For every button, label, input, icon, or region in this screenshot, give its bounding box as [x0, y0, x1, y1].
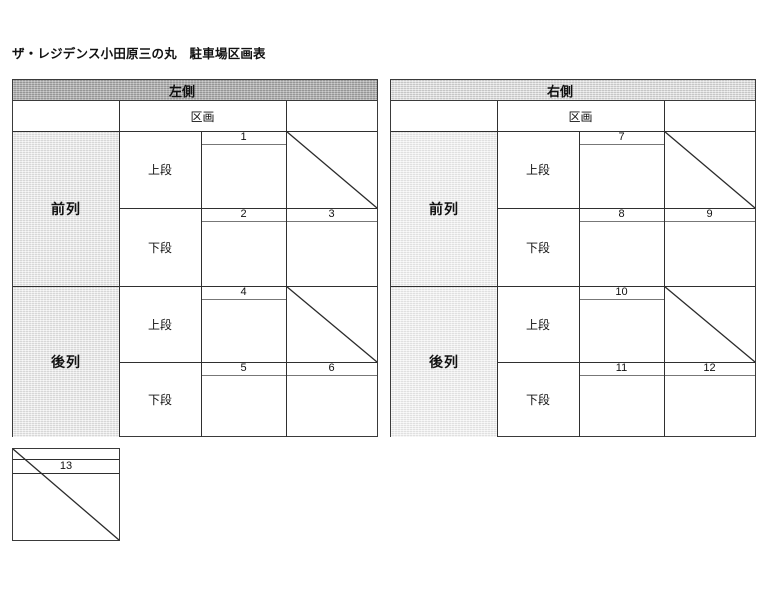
left-slot-4[interactable]: 4	[240, 286, 247, 298]
left-slot-6[interactable]: 6	[328, 362, 335, 374]
left-table-header: 左側	[13, 80, 351, 101]
right-group-1-label: 後列	[429, 353, 459, 370]
right-rule-col-slot	[664, 101, 665, 437]
right-rule-slot11-underline	[579, 375, 664, 376]
left-parking-table: 左側 区画 前列 後列 上段 下段 上段 下段 1 2 3 4 5 6	[12, 79, 378, 437]
right-rule-slot10-underline	[579, 299, 664, 300]
right-slot-8[interactable]: 8	[618, 208, 625, 220]
extra-parking-table: 13	[12, 448, 120, 541]
right-rule-slot12-underline	[664, 375, 755, 376]
right-subheader-blank-left	[391, 101, 497, 131]
right-rule-slot9-underline	[664, 221, 755, 222]
left-rule-group1-tier-split	[119, 362, 377, 363]
right-group-1-tier-1-label: 下段	[525, 393, 550, 407]
extra-table-diagonal	[12, 448, 120, 541]
right-rule-col-label	[497, 101, 498, 437]
left-rule-col-tier	[201, 131, 202, 437]
left-slot-1[interactable]: 1	[240, 131, 247, 143]
left-group-1-label: 後列	[51, 353, 81, 370]
right-group-0-tier-0-label: 上段	[525, 163, 550, 177]
right-slot-11[interactable]: 11	[615, 362, 628, 374]
left-subheader-kukaku: 区画	[190, 109, 215, 124]
right-group1-diagonal	[663, 285, 756, 363]
right-rule-slot8-underline	[579, 221, 664, 222]
right-slot-7[interactable]: 7	[618, 131, 625, 143]
right-group-0-label: 前列	[429, 200, 459, 217]
left-group-0-label: 前列	[51, 200, 81, 217]
left-rule-group-split	[13, 286, 377, 287]
right-rule-slot7-underline	[579, 144, 664, 145]
extra-slot-13[interactable]: 13	[59, 459, 73, 472]
right-subheader-blank-right	[664, 101, 755, 131]
left-group-0-tier-1-label: 下段	[147, 240, 172, 255]
right-rule-group-split	[391, 286, 755, 287]
right-group-0-label-cell	[391, 131, 497, 286]
left-rule-slot3-underline	[286, 221, 377, 222]
right-parking-table: 右側 区画 前列 後列 上段 下段 上段 下段 7 8 9 10 11 12	[390, 79, 756, 437]
right-group-0-tier-1-label: 下段	[525, 240, 550, 255]
left-group-0-label-cell	[13, 131, 119, 286]
left-group0-diagonal	[285, 130, 378, 209]
left-group-1-label-cell	[13, 286, 119, 437]
right-table-header-tail	[729, 80, 755, 101]
right-rule-col-tier	[579, 131, 580, 437]
left-group-1-tier-1-label: 下段	[147, 393, 172, 407]
left-group-0-tier-0-label: 上段	[147, 163, 172, 177]
right-group0-diagonal	[663, 130, 756, 209]
left-group-1-tier-0-label: 上段	[147, 317, 172, 332]
left-rule-slot1-underline	[201, 144, 286, 145]
left-rule-slot5-underline	[201, 375, 286, 376]
left-rule-slot2-underline	[201, 221, 286, 222]
right-group-1-label-cell	[391, 286, 497, 437]
left-rule-group0-tier-split	[119, 208, 377, 209]
extra-rule-number-underline	[13, 473, 119, 474]
right-table-header: 右側	[391, 80, 729, 101]
right-group-1-tier-0-label: 上段	[525, 317, 550, 332]
left-group1-diagonal	[285, 285, 378, 363]
right-subheader-kukaku: 区画	[568, 109, 593, 124]
left-subheader-blank-left	[13, 101, 119, 131]
right-rule-group0-tier-split	[497, 208, 755, 209]
left-slot-3[interactable]: 3	[328, 208, 335, 220]
left-slot-5[interactable]: 5	[240, 362, 247, 374]
left-table-header-tail	[351, 80, 377, 101]
right-slot-12[interactable]: 12	[703, 362, 716, 374]
right-rule-subheader-bottom	[391, 131, 755, 132]
left-rule-col-slot	[286, 101, 287, 437]
extra-rule-top-strip	[13, 459, 119, 460]
left-subheader-blank-right	[286, 101, 377, 131]
right-slot-9[interactable]: 9	[706, 208, 713, 220]
right-rule-group1-tier-split	[497, 362, 755, 363]
right-slot-10[interactable]: 10	[615, 286, 628, 298]
left-rule-col-label	[119, 101, 120, 437]
left-slot-2[interactable]: 2	[240, 208, 247, 220]
left-rule-slot4-underline	[201, 299, 286, 300]
left-rule-subheader-bottom	[13, 131, 377, 132]
left-rule-slot6-underline	[286, 375, 377, 376]
page-title: ザ・レジデンス小田原三の丸 駐車場区画表	[12, 47, 266, 61]
